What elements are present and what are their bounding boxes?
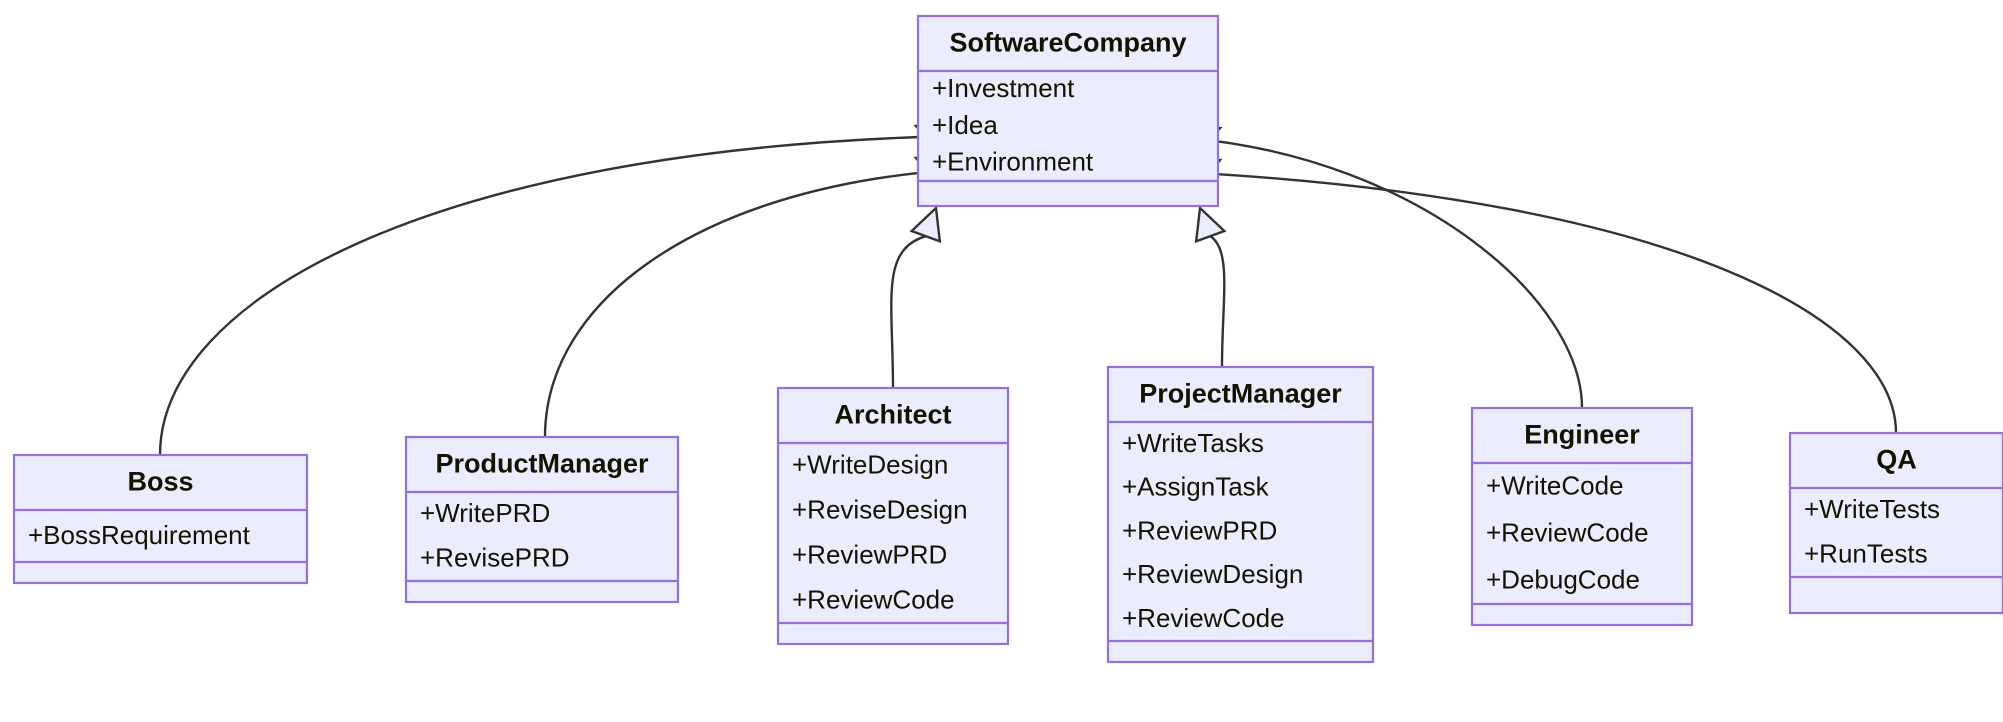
class-box-outline [1788, 431, 2003, 615]
class-box-outline [916, 14, 1220, 208]
class-attribute-qa-0: +WriteTests [1804, 494, 1940, 524]
class-attribute-project-manager-4: +ReviewCode [1122, 603, 1285, 633]
class-attribute-project-manager-3: +ReviewDesign [1122, 559, 1303, 589]
class-name-label: ProductManager [435, 449, 649, 479]
edge-line [1191, 137, 1584, 409]
class-attribute-software-company-0: +Investment [932, 73, 1075, 103]
generalization-edge-projectmanager-to-softwarecompany [1194, 205, 1227, 368]
class-attribute-software-company-1: +Idea [932, 110, 998, 140]
class-attribute-project-manager-0: +WriteTasks [1122, 428, 1264, 458]
class-attribute-engineer-0: +WriteCode [1486, 470, 1624, 500]
class-box-project-manager[interactable]: ProjectManager +WriteTasks +AssignTask +Rev… [1106, 365, 1375, 664]
edge-line [543, 169, 944, 438]
class-attribute-qa-1: +RunTests [1804, 539, 1928, 569]
class-name-label: ProjectManager [1139, 379, 1342, 409]
edge-line [890, 235, 927, 389]
class-attribute-product-manager-1: +RevisePRD [420, 543, 570, 573]
class-layer: SoftwareCompany +Investment +Idea +Environm… [12, 14, 2003, 664]
generalization-edge-engineer-to-softwarecompany [1184, 122, 1584, 409]
class-box-boss[interactable]: Boss +BossRequirement [12, 453, 309, 585]
class-box-outline [1106, 365, 1375, 664]
edge-line [1209, 235, 1226, 368]
class-attribute-product-manager-0: +WritePRD [420, 498, 550, 528]
class-box-engineer[interactable]: Engineer +WriteCode +ReviewCode +DebugCode [1470, 406, 1694, 627]
class-attribute-engineer-2: +DebugCode [1486, 564, 1640, 594]
class-attribute-architect-3: +ReviewCode [792, 584, 955, 614]
inheritance-arrowhead-icon [1194, 205, 1227, 244]
class-box-outline [776, 386, 1010, 646]
class-name-label: Boss [127, 467, 193, 497]
class-attribute-architect-2: +ReviewPRD [792, 539, 947, 569]
class-box-outline [1470, 406, 1694, 627]
class-name-label: Architect [834, 400, 951, 430]
class-box-product-manager[interactable]: ProductManager +WritePRD +RevisePRD [404, 435, 680, 604]
class-name-label: QA [1876, 445, 1917, 475]
generalization-edge-architect-to-softwarecompany [890, 205, 942, 389]
class-attribute-architect-0: +WriteDesign [792, 449, 948, 479]
class-box-architect[interactable]: Architect +WriteDesign +ReviseDesign +Revie… [776, 386, 1010, 646]
class-box-outline [404, 435, 680, 604]
class-box-qa[interactable]: QA +WriteTests +RunTests [1788, 431, 2003, 615]
class-attribute-boss-0: +BossRequirement [28, 520, 251, 550]
class-attribute-engineer-1: +ReviewCode [1486, 517, 1649, 547]
class-box-software-company[interactable]: SoftwareCompany +Investment +Idea +Environm… [916, 14, 1220, 208]
class-attribute-architect-1: +ReviseDesign [792, 494, 968, 524]
class-attribute-project-manager-1: +AssignTask [1122, 472, 1270, 502]
edge-line [1192, 171, 1898, 434]
class-name-label: SoftwareCompany [949, 28, 1186, 58]
class-attribute-software-company-2: +Environment [932, 147, 1094, 177]
class-name-label: Engineer [1524, 420, 1640, 450]
inheritance-arrowhead-icon [909, 205, 942, 244]
edge-line [158, 135, 945, 456]
class-attribute-project-manager-2: +ReviewPRD [1122, 515, 1277, 545]
